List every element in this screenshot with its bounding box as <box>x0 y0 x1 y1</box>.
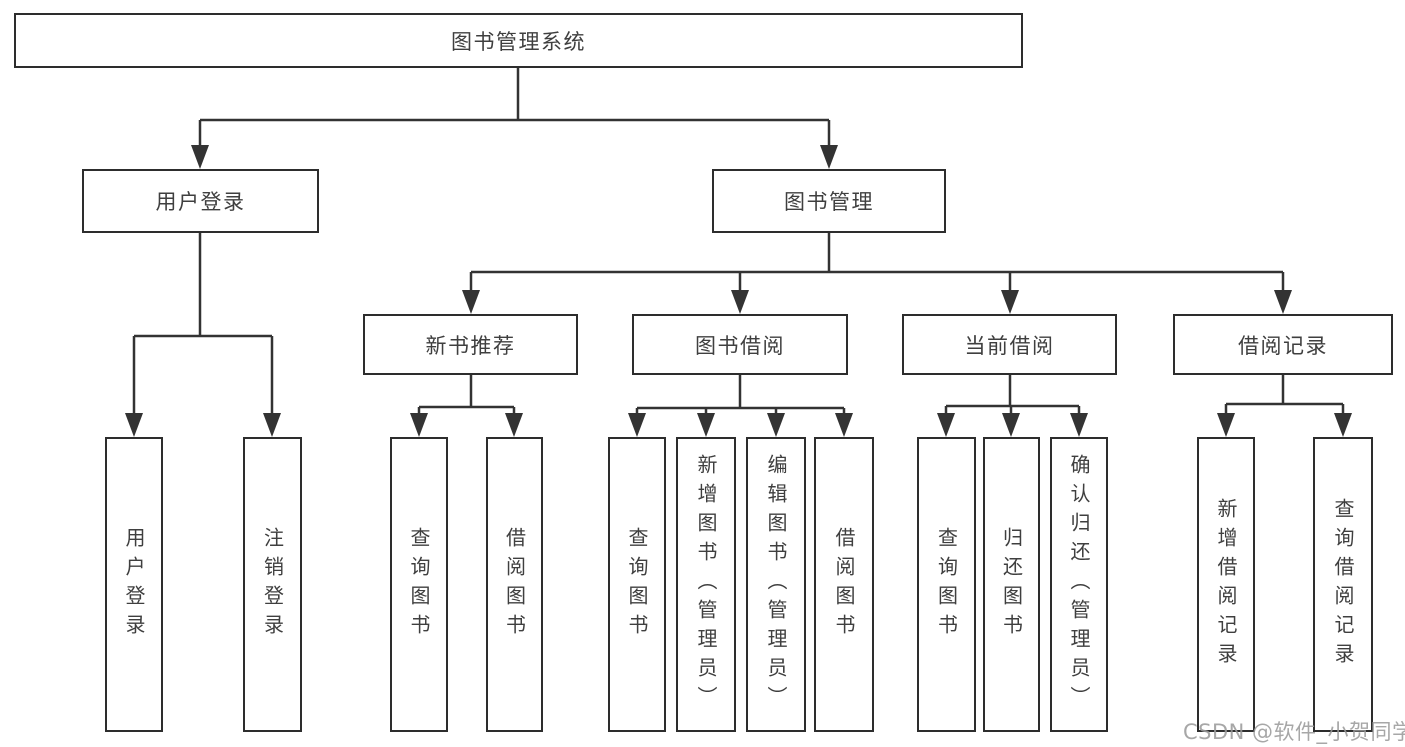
leaf-query-borrow-record: 查询借阅记录 <box>1313 437 1373 732</box>
node-current-borrowing: 当前借阅 <box>902 314 1117 375</box>
node-root-system: 图书管理系统 <box>14 13 1023 68</box>
node-book-management: 图书管理 <box>712 169 946 233</box>
leaf-return-book: 归还图书 <box>983 437 1040 732</box>
node-label: 图书管理系统 <box>451 29 586 54</box>
csdn-watermark: CSDN @软件_小贺同学 <box>1183 720 1405 744</box>
arrowhead-icon <box>1274 290 1292 314</box>
arrowhead-icon <box>505 413 523 437</box>
node-book-borrowing: 图书借阅 <box>632 314 848 375</box>
connector-borrowing-records-to-leaves <box>1217 375 1352 437</box>
arrowhead-icon <box>820 145 838 169</box>
leaf-query-books-borrowing: 查询图书 <box>608 437 666 732</box>
arrowhead-icon <box>462 290 480 314</box>
leaf-label: 用户登录 <box>122 526 146 643</box>
leaf-user-login: 用户登录 <box>105 437 163 732</box>
leaf-edit-book-admin: 编辑图书（管理员） <box>746 437 806 732</box>
connector-root-to-level2 <box>191 68 838 169</box>
leaf-label: 查询图书 <box>934 526 959 643</box>
node-label: 用户登录 <box>155 190 246 214</box>
leaf-label: 查询图书 <box>625 526 649 643</box>
leaf-borrow-books-borrowing: 借阅图书 <box>814 437 874 732</box>
arrowhead-icon <box>1334 413 1352 437</box>
leaf-label: 新增图书（管理员） <box>694 454 718 715</box>
connector-book-management-to-level3 <box>462 233 1292 314</box>
arrowhead-icon <box>835 413 853 437</box>
arrowhead-icon <box>263 413 281 437</box>
arrowhead-icon <box>410 413 428 437</box>
leaf-confirm-return-admin: 确认归还（管理员） <box>1050 437 1108 732</box>
node-user-login: 用户登录 <box>82 169 319 233</box>
node-label: 借阅记录 <box>1238 333 1328 358</box>
node-new-book-recommend: 新书推荐 <box>363 314 578 375</box>
node-borrowing-records: 借阅记录 <box>1173 314 1393 375</box>
node-label: 新书推荐 <box>425 333 516 358</box>
connector-book-borrowing-to-leaves <box>628 375 853 437</box>
connector-current-borrowing-to-leaves <box>937 375 1088 437</box>
leaf-label: 确认归还（管理员） <box>1067 454 1091 715</box>
connector-new-book-recommend-to-leaves <box>410 375 523 437</box>
leaf-add-book-admin: 新增图书（管理员） <box>676 437 736 732</box>
arrowhead-icon <box>1001 290 1019 314</box>
leaf-borrow-books-recommend: 借阅图书 <box>486 437 543 732</box>
connector-user-login-to-leaves <box>125 233 281 437</box>
arrowhead-icon <box>628 413 646 437</box>
node-label: 图书管理 <box>784 190 874 214</box>
arrowhead-icon <box>125 413 143 437</box>
node-label: 图书借阅 <box>695 333 785 358</box>
arrowhead-icon <box>1002 413 1020 437</box>
leaf-label: 归还图书 <box>999 526 1024 643</box>
arrowhead-icon <box>1070 413 1088 437</box>
leaf-label: 新增借阅记录 <box>1214 497 1238 672</box>
leaf-logout: 注销登录 <box>243 437 302 732</box>
leaf-label: 借阅图书 <box>832 526 856 643</box>
leaf-label: 查询借阅记录 <box>1331 497 1355 672</box>
arrowhead-icon <box>1217 413 1235 437</box>
leaf-query-books-recommend: 查询图书 <box>390 437 448 732</box>
leaf-label: 查询图书 <box>407 526 431 643</box>
leaf-query-books-current: 查询图书 <box>917 437 976 732</box>
node-label: 当前借阅 <box>964 333 1055 358</box>
arrowhead-icon <box>191 145 209 169</box>
leaf-label: 借阅图书 <box>502 526 527 643</box>
arrowhead-icon <box>937 413 955 437</box>
leaf-label: 注销登录 <box>260 526 285 643</box>
leaf-label: 编辑图书（管理员） <box>764 454 788 715</box>
arrowhead-icon <box>767 413 785 437</box>
arrowhead-icon <box>731 290 749 314</box>
arrowhead-icon <box>697 413 715 437</box>
leaf-add-borrow-record: 新增借阅记录 <box>1197 437 1255 732</box>
